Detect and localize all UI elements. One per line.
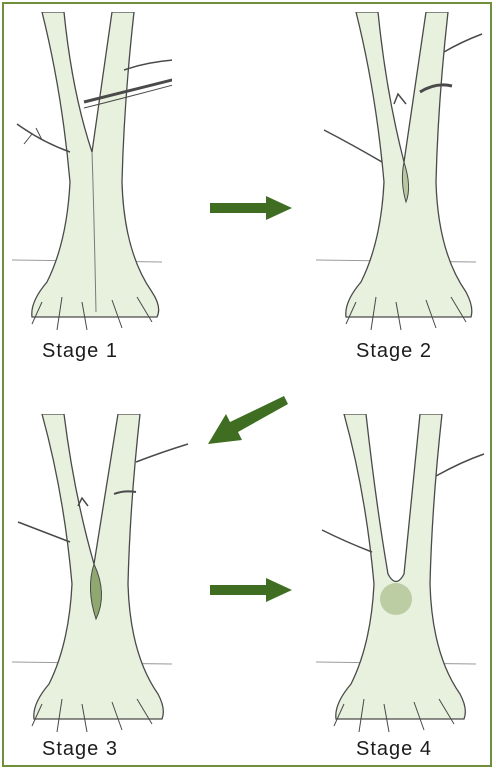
stage-3-tree — [12, 414, 192, 734]
down-left-arrow-icon — [208, 392, 288, 448]
stage-3-label: Stage 3 — [42, 738, 118, 761]
decayed-union-tree-icon — [316, 414, 486, 734]
arrow-stage1-to-stage2 — [210, 196, 292, 225]
stage-2-label: Stage 2 — [356, 340, 432, 363]
included-bark-tree-icon — [316, 12, 486, 332]
stage-1-tree — [12, 12, 172, 332]
stage-1-label: Stage 1 — [42, 340, 118, 363]
stage-2-tree — [316, 12, 486, 332]
arrow-stage3-to-stage4 — [210, 578, 292, 607]
stage-4-label: Stage 4 — [356, 738, 432, 761]
stage-4-tree — [316, 414, 486, 734]
split-union-tree-icon — [12, 414, 192, 734]
right-arrow-icon — [210, 578, 292, 602]
arrow-stage2-to-stage3 — [208, 392, 288, 453]
co-dominant-stem-tree-icon — [12, 12, 172, 332]
right-arrow-icon — [210, 196, 292, 220]
